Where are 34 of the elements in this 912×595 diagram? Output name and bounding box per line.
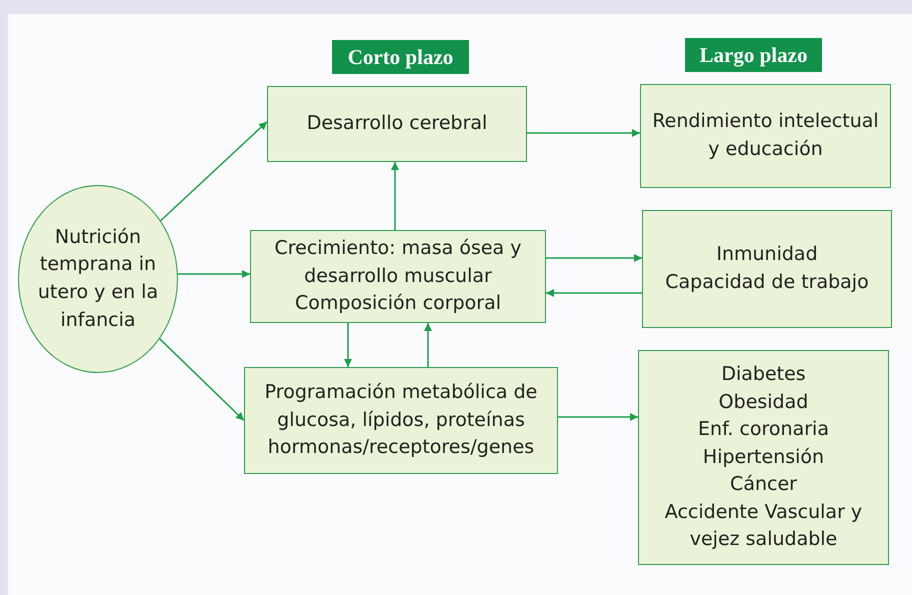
node-text: Programación metabólica de glucosa, lípidos, proteínas hormonas/receptores/genes xyxy=(264,380,538,460)
process-box xyxy=(267,86,527,162)
node-text: Composición corporal xyxy=(295,291,501,316)
process-box xyxy=(244,367,558,474)
node-text: Diabetes xyxy=(721,362,806,388)
arrow xyxy=(558,413,638,421)
process-box xyxy=(642,210,892,328)
process-box xyxy=(250,230,546,323)
node-text: Hipertensión xyxy=(702,444,824,470)
process-box xyxy=(640,84,891,188)
node-text: Crecimiento: masa ósea y desarrollo muscular xyxy=(274,236,522,289)
node-text: Rendimiento intelectual y educación xyxy=(651,109,880,162)
arrow xyxy=(159,338,245,422)
process-box xyxy=(638,350,889,565)
node-text: Accidente Vascular y vejez saludable xyxy=(664,500,864,552)
node-text: Cáncer xyxy=(730,472,797,498)
arrow xyxy=(160,121,268,222)
node-text: Corto plazo xyxy=(348,44,454,71)
arrow xyxy=(391,162,399,230)
node-text: Largo plazo xyxy=(700,42,808,69)
node-text: Capacidad de trabajo xyxy=(665,270,869,295)
arrow xyxy=(344,323,352,367)
node-text: Enf. coronaria xyxy=(698,417,829,442)
node-text: Inmunidad xyxy=(716,242,818,268)
node-text: Obesidad xyxy=(718,390,808,415)
node-text: Desarrollo cerebral xyxy=(306,111,488,136)
arrow xyxy=(527,129,640,137)
arrow xyxy=(178,270,250,278)
node-text: Nutrición temprana in utero y en la infancia xyxy=(36,224,160,333)
arrow xyxy=(424,323,432,367)
header-label xyxy=(332,40,469,74)
arrow xyxy=(546,289,642,297)
arrow xyxy=(546,254,642,262)
header-label xyxy=(685,38,822,72)
